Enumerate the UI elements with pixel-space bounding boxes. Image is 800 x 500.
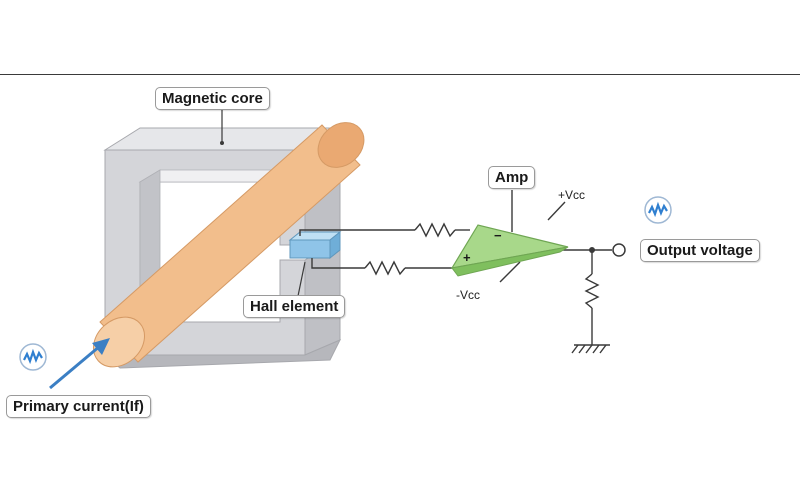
amp-label: Amp — [488, 166, 536, 189]
minus-vcc-label: -Vcc — [456, 288, 480, 302]
opamp-minus-sign: − — [494, 228, 502, 243]
output-voltage-label: Output voltage — [640, 239, 760, 262]
magnetic-core-label: Magnetic core — [155, 87, 270, 110]
plus-vcc-label: +Vcc — [558, 188, 586, 202]
circuit-wiring — [299, 190, 612, 354]
hall-element — [288, 230, 342, 260]
waveform-icon — [644, 196, 672, 224]
amplifier — [450, 224, 569, 277]
primary-current-label: Primary current(If) — [6, 395, 151, 418]
primary-current-arrow — [49, 338, 110, 390]
top-divider — [0, 74, 800, 75]
hall-element-label: Hall element — [243, 295, 346, 318]
waveform-icon — [19, 343, 47, 371]
opamp-plus-sign: + — [463, 250, 471, 265]
primary-conductor — [93, 122, 365, 368]
